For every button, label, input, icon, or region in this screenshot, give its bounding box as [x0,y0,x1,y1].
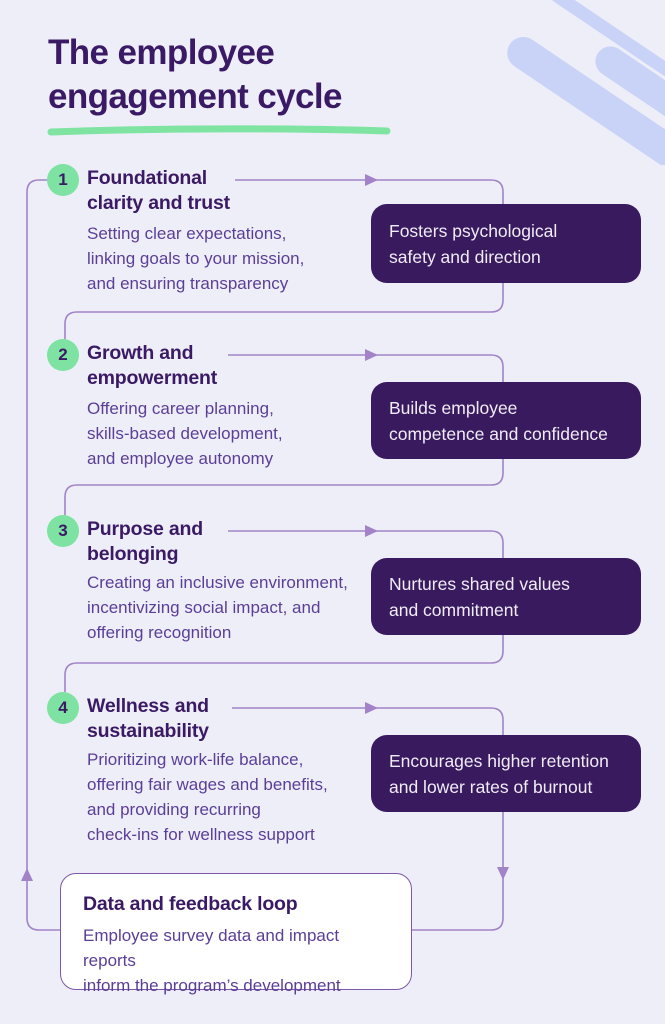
connector-step2 [64,354,504,515]
step-4-description: Prioritizing work-life balance, offering… [87,750,328,844]
step-number: 3 [58,521,68,540]
step-1-outcome-text: Fosters psychological safety and directi… [389,220,558,267]
step-2-description: Offering career planning, skills-based d… [87,399,283,468]
feedback-box-description: Employee survey data and impact reports … [83,926,341,995]
step-3-outcome-box: Nurtures shared values and commitment [371,558,641,635]
arrow-right-icon [365,525,378,537]
step-2-number-badge: 2 [47,339,79,371]
step-1-title: Foundational clarity and trust [87,167,230,214]
step-4-title: Wellness and sustainability [87,695,209,742]
step-number: 2 [58,345,68,364]
step-1-number-badge: 1 [47,164,79,196]
arrow-right-icon [365,702,378,714]
arrow-up-icon [21,868,33,881]
title-underline [47,125,391,136]
step-3-outcome-text: Nurtures shared values and commitment [389,573,570,620]
step-4-number-badge: 4 [47,692,79,724]
step-4-outcome-box: Encourages higher retention and lower ra… [371,735,641,812]
page-title: The employee engagement cycle [48,33,342,116]
connector-step3 [64,530,504,692]
feedback-box: Data and feedback loop Employee survey d… [60,873,412,995]
arrow-right-icon [365,174,378,186]
step-3-title: Purpose and belonging [87,518,203,565]
step-number: 1 [58,170,68,189]
step-number: 4 [58,698,68,717]
connector-feedback-return [26,179,60,931]
connector-step4 [232,707,504,931]
step-2-outcome-box: Builds employee competence and confidenc… [371,382,641,459]
feedback-box-title: Data and feedback loop [83,893,298,915]
step-3-number-badge: 3 [47,515,79,547]
step-2-outcome-text: Builds employee competence and confidenc… [389,397,608,444]
step-3-description: Creating an inclusive environment, incen… [87,573,348,642]
step-1-description: Setting clear expectations, linking goal… [87,224,305,293]
step-1-outcome-box: Fosters psychological safety and directi… [371,204,641,283]
arrow-right-icon [365,349,378,361]
arrow-down-icon [497,867,509,880]
step-2-title: Growth and empowerment [87,342,217,389]
step-4-outcome-text: Encourages higher retention and lower ra… [389,750,609,797]
connector-step1 [64,179,504,339]
